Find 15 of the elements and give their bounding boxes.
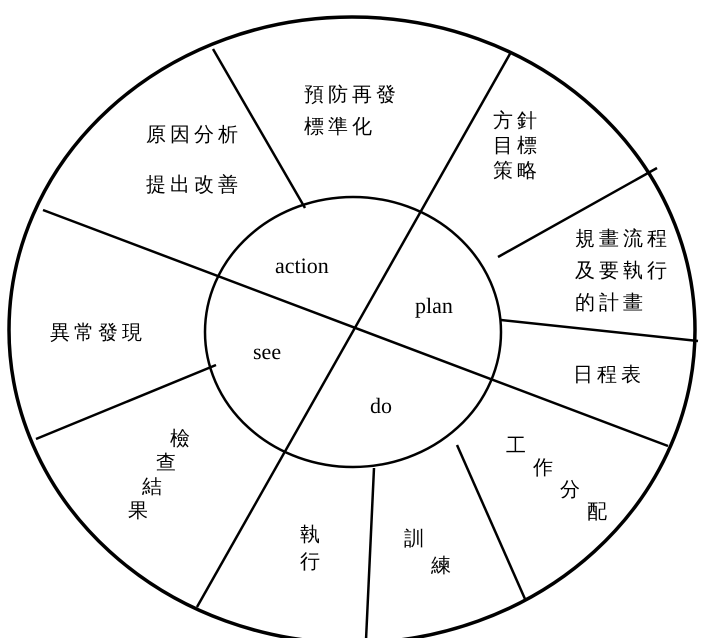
- sector-text: 異常發現: [50, 319, 147, 346]
- phase-label: do: [370, 392, 392, 420]
- sector-text: 原因分析: [146, 121, 243, 148]
- sector-text: 預防再發標準化: [304, 81, 401, 140]
- sector-text: 工作分配: [506, 433, 608, 523]
- sector-text: 訓練: [404, 526, 452, 577]
- sector-text: 方針目標策略: [493, 108, 542, 183]
- sector-text: 檢查結果: [128, 426, 191, 522]
- phase-label: see: [253, 338, 282, 366]
- phase-label: plan: [415, 292, 453, 320]
- sector-text: 日程表: [573, 361, 646, 388]
- phase-label: action: [275, 252, 329, 280]
- sector-text: 執行: [300, 522, 321, 573]
- sector-text: 規畫流程及要執行的計畫: [575, 225, 672, 316]
- sector-text: 提出改善: [146, 171, 243, 198]
